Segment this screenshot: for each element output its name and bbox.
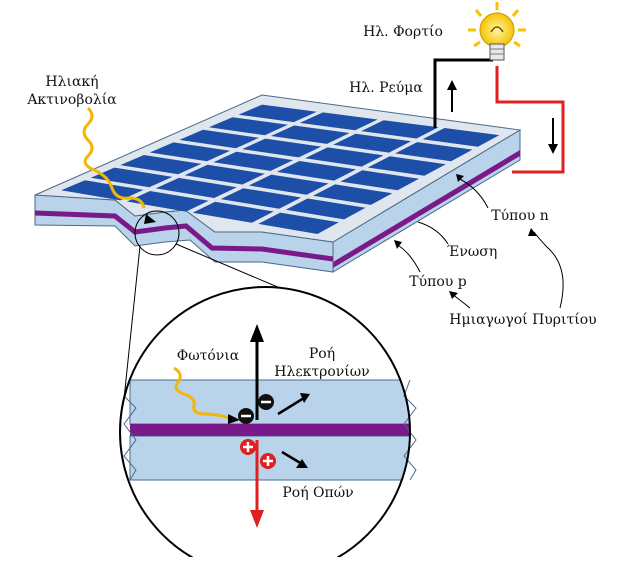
junction-layer — [130, 424, 410, 436]
solar-radiation-label-1: Ηλιακή — [45, 74, 98, 90]
hole-flow-arrowhead — [250, 510, 264, 528]
p-type-pointer — [395, 243, 421, 273]
panel-front-junction — [34, 210, 334, 262]
panel-right-junction — [333, 150, 520, 268]
hole-motion-arrowhead — [296, 459, 308, 468]
solar-radiation-label-2: Ακτινοβολία — [26, 91, 117, 108]
solar-panel — [34, 94, 522, 273]
electric-current-label: Ηλ. Ρεύμα — [349, 80, 423, 96]
label-pointers — [394, 174, 564, 309]
plus-circle-icon — [260, 453, 276, 469]
electron-motion-arrow — [277, 396, 305, 416]
photon-path — [173, 366, 231, 420]
solar-cell — [422, 128, 500, 147]
p-type-label: Τύπου p — [409, 274, 466, 290]
solar-cell — [61, 180, 144, 201]
solar-cell — [208, 117, 288, 136]
electron-motion-arrowhead — [300, 393, 310, 403]
solar-cell — [361, 120, 439, 139]
solar-cell — [155, 177, 237, 198]
photon-arrowhead — [228, 414, 240, 424]
solar-cell — [220, 188, 302, 209]
plus-circle-icon — [240, 439, 256, 455]
hole-motion-arrow — [281, 450, 303, 466]
solar-cell — [299, 112, 378, 131]
solar-cell — [184, 164, 265, 185]
incoming-photon-path — [82, 106, 146, 209]
solar-cell — [248, 174, 329, 195]
semiconductor-pointer-2-head — [449, 291, 458, 299]
current-arrow-down-head — [548, 144, 558, 154]
n-type-pointer-head — [456, 174, 464, 182]
solar-cell — [149, 142, 231, 162]
panel-cells — [61, 104, 500, 234]
semiconductor-pointer-1 — [533, 231, 564, 309]
text-labels: Ηλιακή Ακτινοβολία Ηλ. Φορτίο Ηλ. Ρεύμα … — [26, 23, 596, 501]
electron-flow-label-1: Ροή — [309, 346, 335, 362]
solar-cell — [285, 198, 366, 220]
solar-cell — [258, 212, 339, 234]
solar-cell — [192, 201, 274, 223]
red-wire — [495, 66, 565, 174]
electron-flow-arrowhead — [250, 324, 264, 342]
solar-cell — [126, 191, 209, 212]
solar-cell — [313, 184, 393, 205]
semiconductor-pointer-1-head — [528, 228, 537, 236]
junction-label: Ένωση — [447, 244, 497, 260]
left-break-edge — [123, 379, 137, 481]
hole-flow-label: Ροή Οπών — [282, 485, 353, 501]
zoom-source-circle — [134, 210, 180, 256]
solar-cell — [333, 133, 411, 153]
solar-cell — [238, 104, 317, 123]
circuit — [433, 2, 565, 174]
solar-cell — [213, 151, 294, 171]
minus-circle-icon — [238, 408, 254, 424]
electric-load-label: Ηλ. Φορτίο — [363, 23, 443, 40]
silicon-semiconductors-label: Ημιαγωγοί Πυριτίου — [449, 311, 596, 328]
solar-cell — [271, 125, 350, 144]
black-wire — [433, 58, 493, 128]
junction-pointer — [417, 221, 449, 245]
solar-cell — [305, 147, 384, 167]
incoming-photon-arrowhead — [144, 214, 156, 224]
solar-cell — [120, 155, 202, 175]
solar-cell — [367, 156, 446, 176]
n-type-label: Τύπου n — [491, 208, 548, 224]
electron-flow-label-2: Ηλεκτρονίων — [274, 363, 369, 380]
current-arrow-up-head — [447, 80, 457, 90]
zoom-connector-left — [121, 245, 141, 419]
minus-circle-icon — [258, 394, 274, 410]
solar-cell — [395, 142, 473, 162]
n-type-pointer — [457, 177, 489, 209]
photons-label: Φωτόνια — [177, 348, 240, 364]
zoom-detail — [119, 286, 417, 562]
zoom-connector-right — [175, 243, 281, 289]
solar-cell — [242, 138, 322, 158]
solar-cell — [179, 129, 259, 149]
solar-cell — [340, 170, 419, 191]
solar-cell — [90, 167, 173, 188]
solar-cell — [276, 161, 357, 181]
lightbulb-icon — [468, 2, 526, 61]
p-type-pointer-head — [394, 240, 402, 249]
